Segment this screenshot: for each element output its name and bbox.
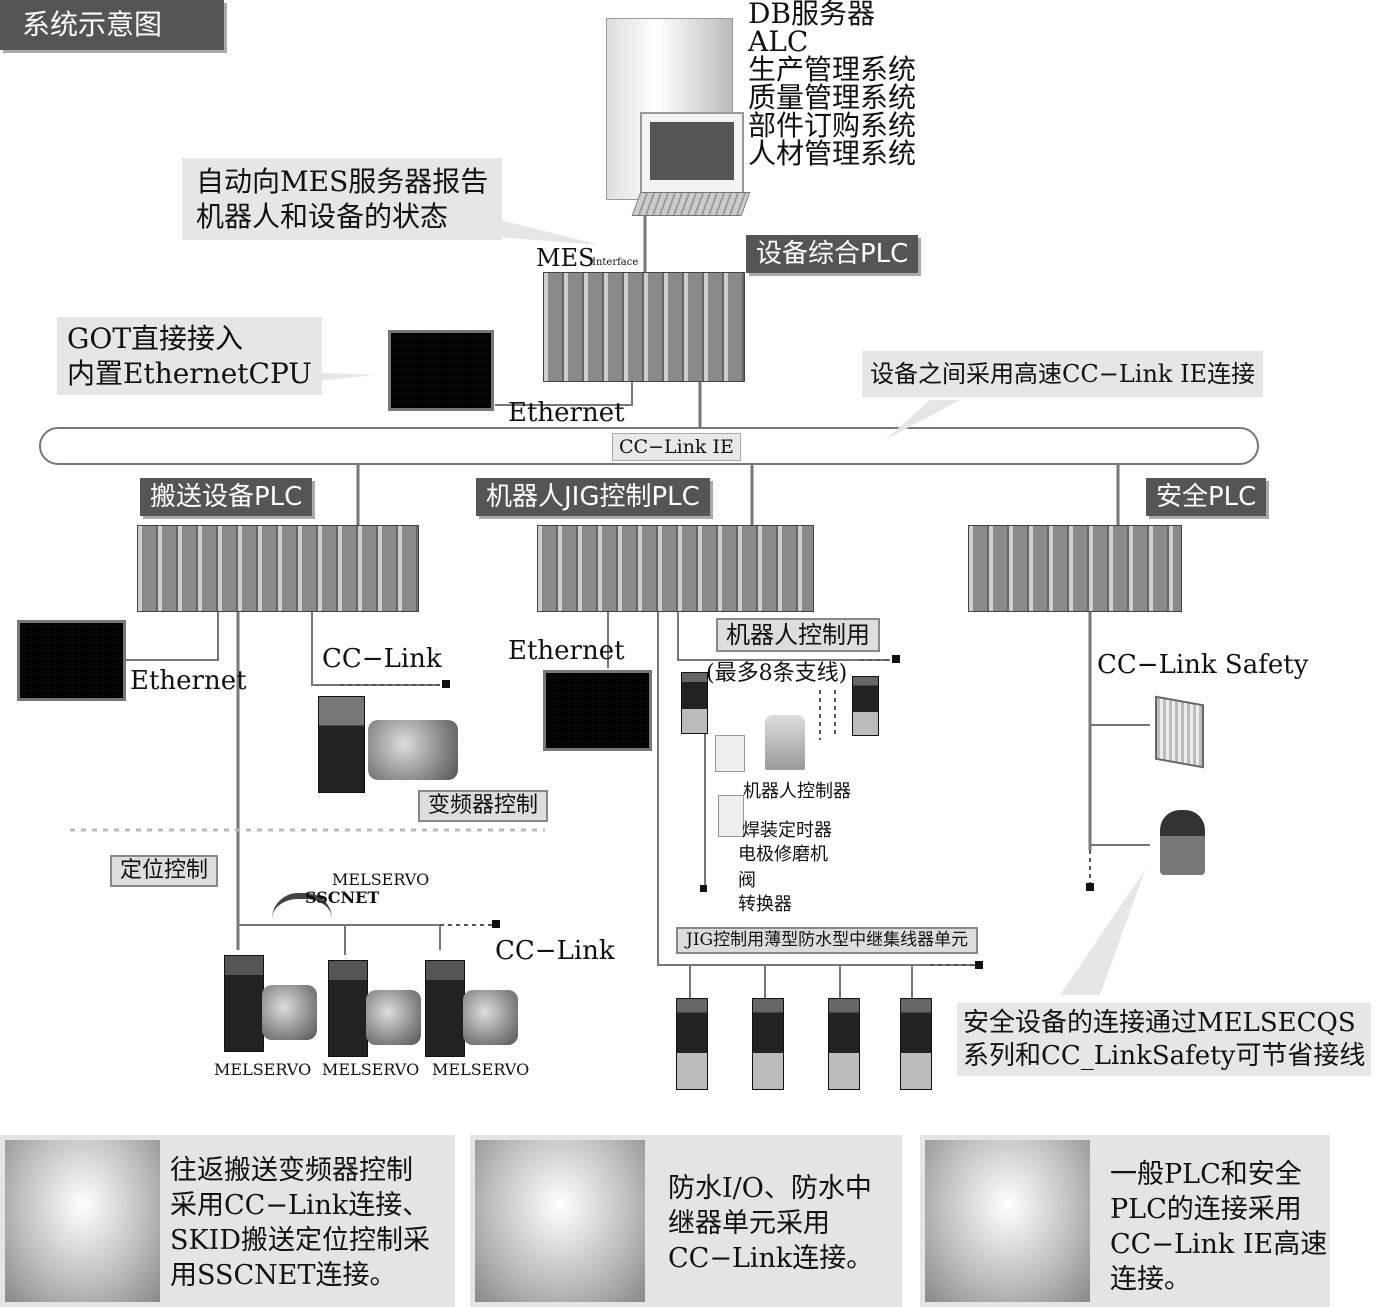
bottom-panel-text: 往返搬送变频器控制 采用CC−Link连接、 SKID搬送定位控制采 用SSCN… [170, 1153, 430, 1293]
robot-jig-plc-unit [537, 525, 814, 612]
bottom-panel-text: 防水I/O、防水中 继器单元采用 CC−Link连接。 [668, 1171, 873, 1276]
server-list-item: ALC [748, 25, 809, 58]
bottom-line: 一般PLC和安全 [1110, 1159, 1302, 1190]
conveyor-photo [5, 1140, 160, 1302]
bottom-line: 往返搬送变频器控制 [170, 1155, 413, 1186]
diagram-title: 系统示意图 [0, 0, 224, 50]
callout-mes-report: 自动向MES服务器报告 机器人和设备的状态 [182, 158, 503, 240]
cc-link-label-servo: CC−Link [495, 936, 615, 966]
servo-motor-3 [463, 990, 518, 1045]
got-panel-mid [543, 670, 652, 751]
safety-plc-tag: 安全PLC [1146, 478, 1267, 516]
safety-plc-unit [968, 525, 1182, 612]
equipment-plc-tag: 设备综合PLC [746, 235, 919, 273]
server-list-item: 质量管理系统 [748, 81, 917, 114]
max-branches-label: (最多8条支线) [706, 661, 848, 686]
bottom-line: CC−Link IE高速 [1110, 1229, 1328, 1261]
monitor-icon [640, 112, 744, 196]
melservo-logo-text: MELSERVO [332, 870, 430, 889]
callout-got-direct: GOT直接接入 内置EthernetCPU [57, 317, 322, 395]
robot-jig-plc-tag: 机器人JIG控制PLC [476, 478, 710, 516]
inverter-control-tag: 变频器控制 [418, 790, 549, 822]
bottom-panel-2: 防水I/O、防水中 继器单元采用 CC−Link连接。 [470, 1135, 902, 1307]
waterproof-io-photo [475, 1140, 645, 1302]
callout-line: 内置EthernetCPU [67, 357, 312, 390]
keyboard-icon [631, 192, 751, 216]
sscnet-logo-icon [272, 893, 332, 919]
welding-timer-icon [718, 795, 744, 837]
conveyor-plc-unit [137, 525, 419, 612]
server-list-item: 部件订购系统 [748, 109, 917, 142]
jig-io-module [752, 998, 784, 1090]
server-list-item: DB服务器 [748, 0, 876, 30]
cc-link-label-left: CC−Link [322, 644, 442, 674]
robot-io-module-left [681, 672, 708, 734]
servo-label: MELSERVO [322, 1060, 420, 1079]
callout-line: GOT直接接入 [67, 322, 243, 355]
server-list-item: 生产管理系统 [748, 53, 917, 86]
robot-device-label: 电极修磨机 [738, 844, 828, 865]
equipment-plc-unit [543, 272, 745, 382]
bottom-line: CC−Link连接。 [668, 1243, 874, 1275]
jig-io-module [900, 998, 932, 1090]
mes-interface-label: Interface [592, 257, 639, 268]
servo-amp-3 [425, 960, 465, 1057]
robot-control-tag: 机器人控制用 [716, 618, 880, 652]
cc-link-ie-label: CC−Link IE [612, 433, 741, 461]
ethernet-label-top: Ethernet [508, 398, 625, 428]
light-curtain-icon [1155, 695, 1204, 769]
servo-label: MELSERVO [432, 1060, 530, 1079]
ethernet-label-mid: Ethernet [508, 636, 625, 666]
bottom-line: 采用CC−Link连接、 [170, 1190, 430, 1222]
bottom-line: 连接。 [1110, 1264, 1191, 1296]
callout-line: 安全设备的连接通过MELSECQS [963, 1008, 1356, 1038]
jig-io-module [676, 998, 708, 1090]
callout-line: 自动向MES服务器报告 [196, 165, 489, 198]
callout-line: 系列和CC_LinkSafety可节省接线 [963, 1040, 1366, 1071]
positioning-control-tag: 定位控制 [110, 855, 219, 887]
sscnet-logo-text: SSCNET [305, 888, 380, 907]
robot-io-module-right [852, 676, 879, 736]
servo-motor-1 [262, 985, 317, 1040]
conveyor-plc-tag: 搬送设备PLC [140, 478, 313, 516]
robot-device-label: 焊装定时器 [742, 820, 832, 841]
robot-device-label: 阀 [738, 870, 756, 891]
bottom-panel-3: 一般PLC和安全 PLC的连接采用 CC−Link IE高速 连接。 [920, 1135, 1330, 1307]
bottom-panel-text: 一般PLC和安全 PLC的连接采用 CC−Link IE高速 连接。 [1110, 1157, 1327, 1297]
bottom-panel-1: 往返搬送变频器控制 采用CC−Link连接、 SKID搬送定位控制采 用SSCN… [0, 1135, 455, 1307]
jig-io-module [828, 998, 860, 1090]
bottom-line: 防水I/O、防水中 [668, 1173, 872, 1204]
bottom-line: 继器单元采用 [668, 1208, 830, 1240]
bottom-line: SKID搬送定位控制采 [170, 1225, 430, 1257]
robot-controller-icon [715, 735, 745, 772]
servo-amp-1 [224, 955, 264, 1052]
inverter-icon [318, 696, 365, 793]
cc-link-safety-label: CC−Link Safety [1097, 650, 1309, 680]
got-panel-top [388, 330, 494, 411]
robot-arm-icon [765, 715, 805, 770]
servo-motor-2 [366, 990, 421, 1045]
callout-line: 机器人和设备的状态 [196, 200, 449, 233]
server-list-item: 人材管理系统 [748, 137, 917, 170]
callout-safety-note: 安全设备的连接通过MELSECQS 系列和CC_LinkSafety可节省接线 [957, 1003, 1372, 1076]
bottom-line: PLC的连接采用 [1110, 1194, 1302, 1226]
robot-device-label: 转换器 [738, 894, 792, 915]
motor-icon [368, 720, 458, 780]
bottom-line: 用SSCNET连接。 [170, 1260, 397, 1292]
robot-controller-label: 机器人控制器 [743, 781, 851, 802]
server-list: DB服务器 ALC 生产管理系统 质量管理系统 部件订购系统 人材管理系统 [748, 0, 916, 168]
ethernet-label-left: Ethernet [130, 666, 247, 696]
emergency-stop-icon [1160, 810, 1205, 875]
jig-hub-tag: JIG控制用薄型防水型中继集线器单元 [676, 927, 979, 954]
servo-label: MELSERVO [214, 1060, 312, 1079]
callout-high-speed: 设备之间采用高速CC−Link IE连接 [862, 351, 1264, 397]
mes-label: MES [536, 244, 595, 272]
servo-amp-2 [328, 960, 368, 1057]
safety-cell-photo [925, 1140, 1090, 1302]
got-panel-left [17, 620, 126, 701]
